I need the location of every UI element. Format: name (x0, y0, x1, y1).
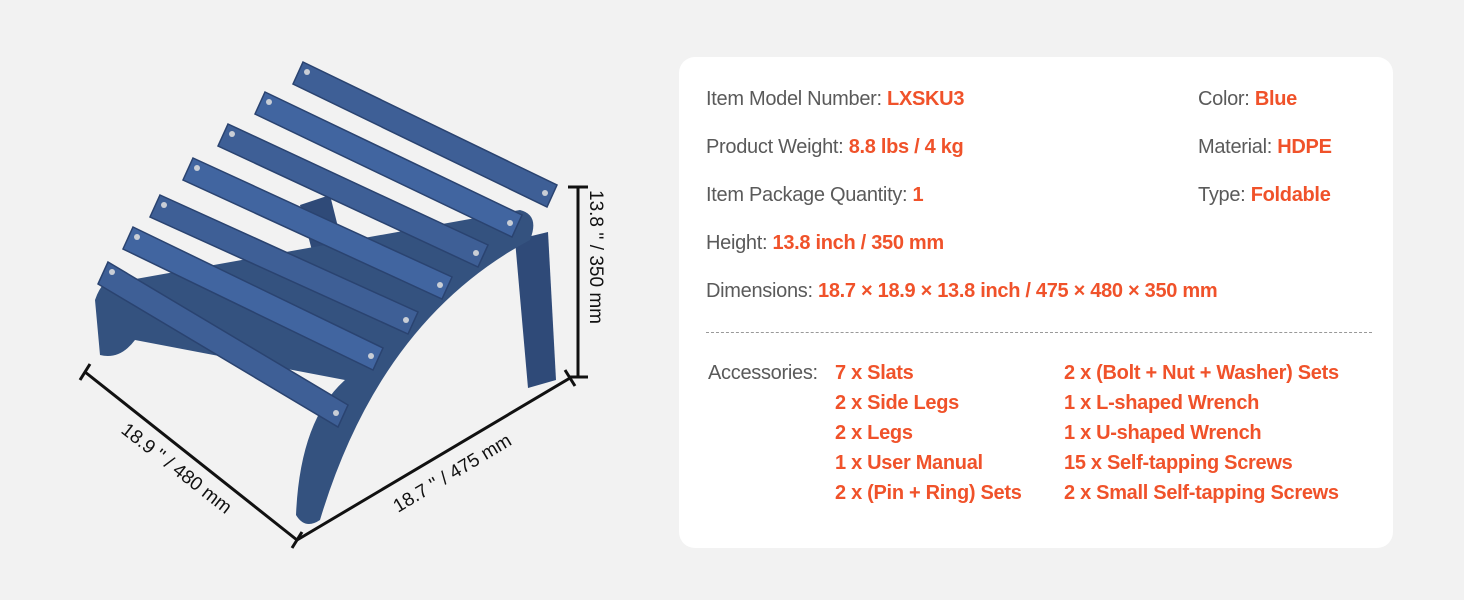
height-dimension-label: 13.8 '' / 350 mm (585, 190, 606, 324)
accessory-item: 1 x U-shaped Wrench (1064, 422, 1262, 444)
spec-value: 18.7 × 18.9 × 13.8 inch / 475 × 480 × 35… (818, 280, 1218, 302)
accessory-item: 2 x Side Legs (835, 392, 959, 414)
accessory-item: 15 x Self-tapping Screws (1064, 452, 1293, 474)
screw-icon (266, 99, 272, 105)
accessory-item: 2 x (Bolt + Nut + Washer) Sets (1064, 362, 1339, 384)
spec-value: LXSKU3 (887, 88, 965, 110)
screw-icon (542, 190, 548, 196)
spec-value: 8.8 lbs / 4 kg (848, 136, 964, 158)
spec-label: Dimensions: (706, 280, 818, 302)
screw-icon (473, 250, 479, 256)
screw-icon (109, 269, 115, 275)
spec-label: Type: (1198, 184, 1251, 206)
spec-dimensions: Dimensions: 18.7 × 18.9 × 13.8 inch / 47… (706, 280, 1218, 303)
spec-quantity: Item Package Quantity: 1 (706, 184, 924, 207)
accessory-item: 2 x Legs (835, 422, 913, 444)
spec-weight: Product Weight: 8.8 lbs / 4 kg (706, 136, 964, 159)
spec-material: Material: HDPE (1198, 136, 1332, 159)
spec-color: Color: Blue (1198, 88, 1297, 111)
slat (292, 60, 558, 209)
spec-type: Type: Foldable (1198, 184, 1331, 207)
spec-label: Color: (1198, 88, 1255, 110)
spec-label: Item Model Number: (706, 88, 888, 110)
depth-dimension-label: 18.9 '' / 480 mm (117, 419, 236, 518)
slat (182, 157, 453, 300)
spec-value: Foldable (1250, 184, 1331, 206)
slat (149, 194, 419, 335)
spec-value: 1 (912, 184, 924, 206)
accessory-item: 2 x (Pin + Ring) Sets (835, 482, 1022, 504)
screw-icon (304, 69, 310, 75)
spec-label: Item Package Quantity: (706, 184, 913, 206)
spec-value: 13.8 inch / 350 mm (772, 232, 945, 254)
screw-icon (333, 410, 339, 416)
accessory-item: 1 x User Manual (835, 452, 983, 474)
accessory-item: 7 x Slats (835, 362, 914, 384)
accessories-label: Accessories: (708, 362, 818, 384)
slat (122, 225, 384, 372)
spec-height: Height: 13.8 inch / 350 mm (706, 232, 944, 255)
screw-icon (507, 220, 513, 226)
spec-label: Material: (1198, 136, 1278, 158)
spec-label: Product Weight: (706, 136, 849, 158)
accessory-item: 2 x Small Self-tapping Screws (1064, 482, 1339, 504)
ottoman-illustration: 13.8 '' / 350 mm 18.9 '' / 480 mm 18.7 '… (78, 60, 606, 549)
screw-icon (229, 131, 235, 137)
spec-card: Item Model Number: LXSKU3 Product Weight… (679, 57, 1393, 548)
accessory-item: 1 x L-shaped Wrench (1064, 392, 1260, 414)
divider (706, 332, 1372, 333)
screw-icon (134, 234, 140, 240)
screw-icon (161, 202, 167, 208)
slat (217, 123, 489, 268)
spec-label: Height: (706, 232, 773, 254)
screw-icon (368, 353, 374, 359)
screw-icon (403, 317, 409, 323)
ottoman-product-image (95, 60, 558, 524)
slat (97, 260, 349, 429)
dimension-lines (78, 185, 588, 549)
spec-model: Item Model Number: LXSKU3 (706, 88, 964, 111)
screw-icon (194, 165, 200, 171)
spec-value: HDPE (1277, 136, 1332, 158)
screw-icon (437, 282, 443, 288)
spec-value: Blue (1254, 88, 1297, 110)
slat (254, 90, 523, 239)
